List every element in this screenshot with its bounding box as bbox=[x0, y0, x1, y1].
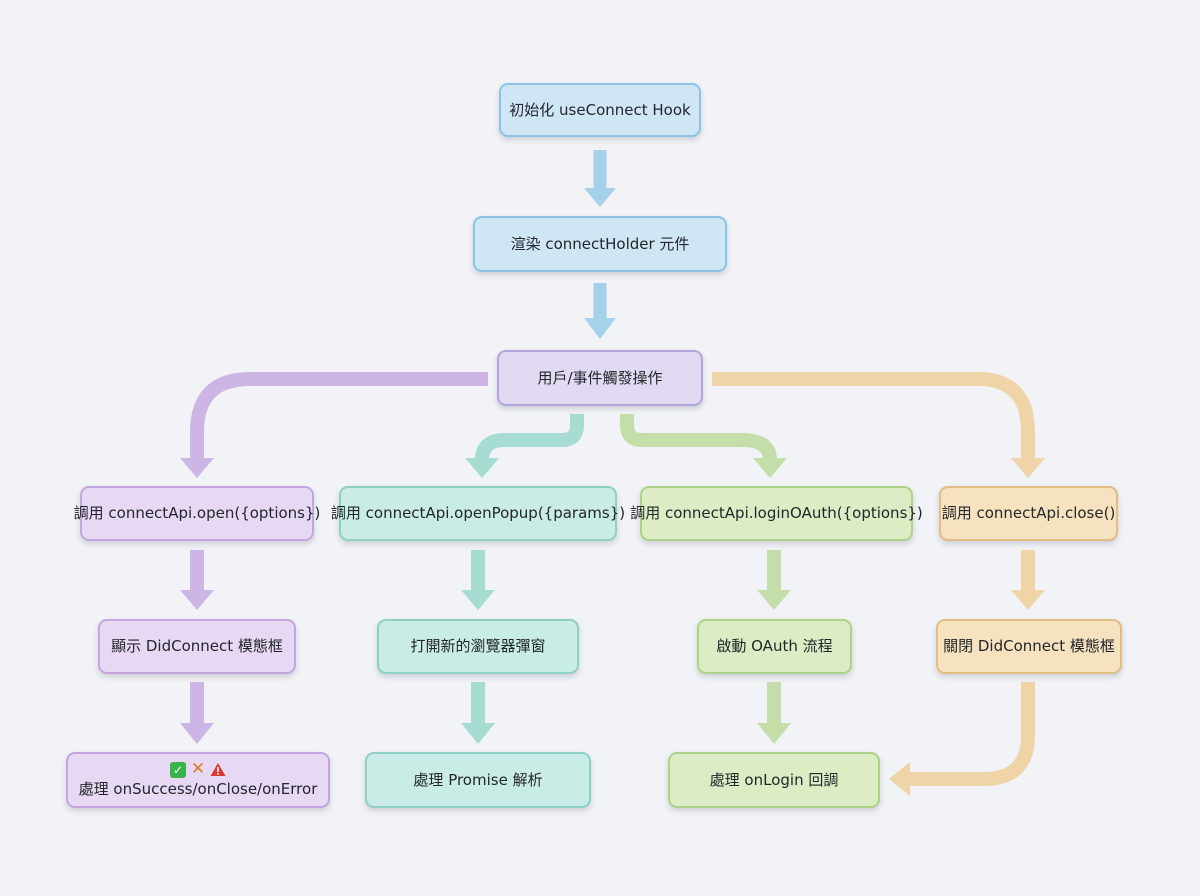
arrowhead bbox=[584, 318, 616, 339]
node-init-hook: 初始化 useConnect Hook bbox=[499, 83, 701, 137]
node-call-open: 調用 connectApi.open({options}) bbox=[74, 486, 320, 541]
arrowhead bbox=[461, 723, 495, 744]
node-handle-promise: 處理 Promise 解析 bbox=[365, 752, 591, 808]
cross-icon: ✕ bbox=[190, 759, 206, 780]
warning-icon bbox=[210, 762, 226, 778]
arrow-event-to-open bbox=[190, 372, 488, 460]
arrow-event-to-popup bbox=[475, 414, 584, 461]
node-user-event: 用戶/事件觸發操作 bbox=[497, 350, 703, 406]
arrowhead bbox=[1011, 458, 1045, 478]
arrowhead bbox=[757, 590, 791, 610]
node-handle-callbacks-label: 處理 onSuccess/onClose/onError bbox=[78, 779, 318, 798]
arrow-event-to-oauth bbox=[620, 414, 777, 461]
node-open-popup-window: 打開新的瀏覽器彈窗 bbox=[377, 619, 579, 674]
arrowhead bbox=[584, 188, 616, 207]
check-icon: ✓ bbox=[170, 761, 186, 778]
arrowhead bbox=[180, 458, 214, 478]
arrowhead bbox=[465, 458, 499, 478]
node-call-close: 調用 connectApi.close() bbox=[939, 486, 1118, 541]
arrowhead bbox=[180, 590, 214, 610]
node-start-oauth: 啟動 OAuth 流程 bbox=[697, 619, 852, 674]
node-show-modal: 顯示 DidConnect 模態框 bbox=[98, 619, 296, 674]
arrowhead bbox=[757, 723, 791, 744]
node-handle-callbacks: ✓ ✕ 處理 onSuccess/onClose/onError bbox=[66, 752, 330, 808]
arrow-event-to-close bbox=[712, 372, 1035, 460]
arrowhead bbox=[753, 458, 787, 478]
node-close-modal: 關閉 DidConnect 模態框 bbox=[936, 619, 1122, 674]
status-icons: ✓ ✕ bbox=[170, 759, 226, 780]
arrowhead bbox=[180, 723, 214, 744]
node-handle-onlogin: 處理 onLogin 回調 bbox=[668, 752, 880, 808]
arrowhead bbox=[1011, 590, 1045, 610]
node-call-login-oauth: 調用 connectApi.loginOAuth({options}) bbox=[630, 486, 923, 541]
node-call-open-popup: 調用 connectApi.openPopup({params}) bbox=[331, 486, 625, 541]
arrow-closemodal-to-onlogin bbox=[908, 682, 1035, 786]
arrowhead bbox=[889, 762, 910, 796]
arrowhead bbox=[461, 590, 495, 610]
node-render-holder: 渲染 connectHolder 元件 bbox=[473, 216, 727, 272]
